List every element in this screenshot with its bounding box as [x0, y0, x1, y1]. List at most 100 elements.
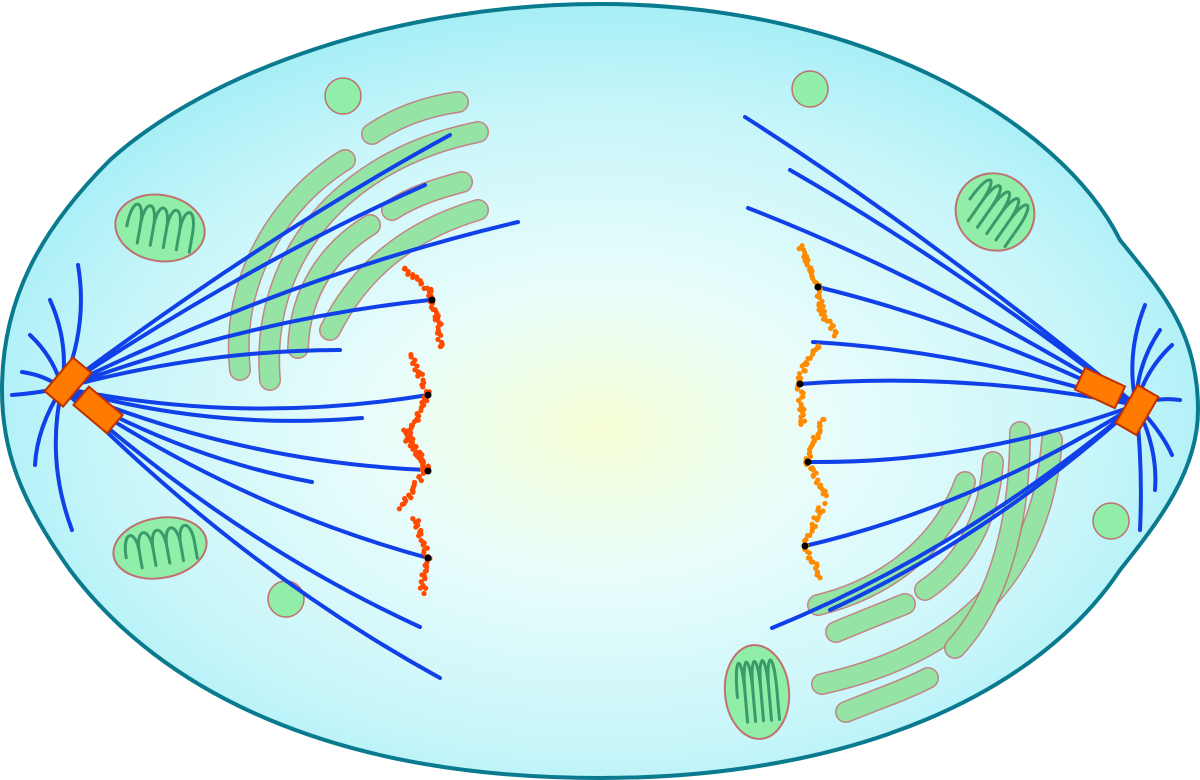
mitochondrion-cristae: [125, 202, 195, 254]
microtubule: [60, 348, 342, 390]
kinetochore: [814, 283, 822, 291]
chromatin-bead: [418, 477, 424, 484]
chromosome: [401, 427, 432, 475]
centrosomes: [43, 356, 1160, 437]
chromatin-bead: [411, 446, 417, 452]
chromatin-bead: [804, 361, 810, 367]
chromatin-bead: [420, 459, 427, 466]
chromatin-bead: [796, 397, 802, 403]
chromatin-bead: [799, 394, 805, 400]
chromatin-bead: [404, 432, 410, 438]
golgi-body: [288, 215, 380, 358]
chromatin-bead: [804, 262, 810, 268]
chromatin-bead: [423, 585, 429, 591]
chromatin-bead: [418, 281, 424, 287]
chromosome: [802, 416, 829, 499]
chromatin-bead: [408, 495, 414, 501]
microtubule: [60, 386, 430, 411]
chromatin-bead: [808, 559, 814, 565]
mitochondrion-cristae: [123, 523, 199, 570]
microtubule: [60, 133, 452, 390]
chromatin-bead: [396, 506, 402, 512]
kinetochore: [801, 542, 809, 550]
microtubule: [808, 403, 1138, 465]
chromatin-bead: [409, 441, 416, 447]
chromatin-bead: [410, 516, 416, 522]
mitochondrion: [112, 516, 208, 580]
astral-microtubule: [53, 386, 74, 532]
chromatin-bead: [814, 517, 820, 523]
chromatin-bead: [421, 550, 427, 556]
chromatin-bead: [797, 370, 803, 377]
chromatin-bead: [421, 285, 427, 292]
chromatin-bead: [823, 493, 829, 499]
chromatin-bead: [816, 307, 822, 313]
chromatin-bead: [796, 245, 802, 252]
chromatin-bead: [810, 473, 816, 479]
microtubule: [770, 403, 1138, 630]
chromatin-bead: [809, 528, 815, 534]
chromosome: [796, 243, 839, 339]
chromatin-bead: [794, 386, 801, 392]
chromatin-bead: [831, 333, 837, 339]
chromatin-bead: [419, 371, 425, 377]
chromatin-bead: [416, 474, 422, 480]
chromatin-bead: [414, 363, 420, 369]
vesicle: [324, 77, 362, 115]
kinetochore: [424, 391, 432, 399]
chromatin-bead: [817, 575, 823, 581]
chromatin-bead: [428, 288, 434, 294]
chromatin-bead: [435, 336, 441, 343]
chromatin-bead: [815, 435, 821, 441]
chromatin-bead: [798, 414, 804, 420]
microtubule: [60, 386, 442, 680]
chromatin-bead: [416, 455, 422, 461]
chromatin-bead: [412, 418, 418, 425]
chromatin-bead: [810, 351, 816, 357]
microtubule: [743, 115, 1138, 407]
kinetochore: [804, 458, 812, 466]
microtubule: [60, 298, 432, 390]
chromatin-bead: [420, 384, 426, 390]
chromatin-bead: [820, 416, 826, 423]
golgi-cisterna: [825, 593, 916, 643]
chromatin-bead: [816, 295, 823, 301]
chromosome: [401, 265, 445, 350]
chromatin-bead: [798, 421, 804, 428]
kinetochore: [428, 296, 436, 304]
chromatin-bead: [807, 355, 813, 361]
chromatin-bead: [816, 302, 822, 308]
golgi-body: [826, 594, 915, 642]
chromosomes: [396, 243, 839, 597]
microtubule: [60, 183, 427, 390]
chromatin-bead: [417, 585, 424, 591]
kinetochore: [424, 554, 432, 562]
chromosome: [801, 500, 828, 581]
chromatin-bead: [418, 407, 424, 414]
golgi-body: [382, 172, 472, 220]
microtubule: [746, 206, 1138, 407]
microtubule: [803, 403, 1138, 548]
golgi-body: [836, 668, 938, 722]
vesicle: [791, 70, 829, 108]
chromatin-bead: [432, 317, 438, 323]
chromatin-bead: [415, 373, 421, 379]
golgi-body: [915, 452, 1003, 600]
chromatin-bead: [801, 418, 808, 424]
mitochondrion-membrane: [112, 516, 208, 580]
chromatin-bead: [438, 332, 444, 338]
microtubule: [828, 403, 1138, 612]
golgi-cisterna: [381, 171, 473, 221]
chromatin-bead: [827, 318, 833, 324]
chromatin-bead: [802, 538, 808, 544]
chromatin-bead: [410, 274, 416, 281]
mitochondrion-cristae: [966, 178, 1030, 248]
golgi-cisterna: [287, 214, 381, 359]
chromatin-bead: [404, 436, 410, 442]
chromatin-bead: [408, 354, 414, 360]
chromatin-bead: [822, 500, 828, 507]
chromatin-bead: [424, 398, 430, 404]
chromatin-bead: [421, 590, 427, 597]
